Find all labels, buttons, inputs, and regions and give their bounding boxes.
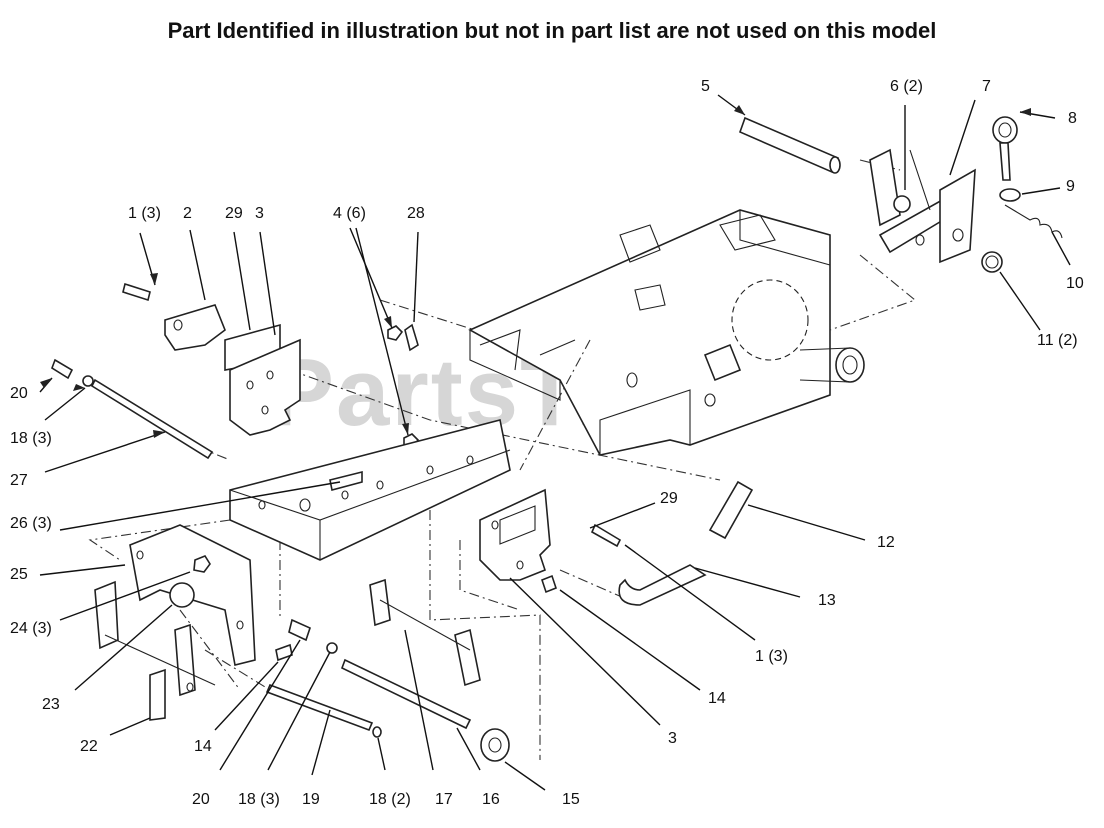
hitch-bracket xyxy=(869,148,976,264)
callout-27: 27 xyxy=(10,472,28,489)
long-rod-upper xyxy=(51,358,214,460)
callout-15: 15 xyxy=(562,791,580,808)
callout-29-right: 29 xyxy=(660,490,678,507)
reference-lines xyxy=(88,159,917,760)
callout-1-3-top: 1 (3) xyxy=(128,205,161,222)
nuts-and-clip xyxy=(387,323,420,449)
callout-20-top: 20 xyxy=(10,385,28,402)
callout-8: 8 xyxy=(1068,110,1077,127)
diagram-title: Part Identified in illustration but not … xyxy=(167,18,937,43)
callout-1-3-right: 1 (3) xyxy=(755,648,788,665)
callout-4-6: 4 (6) xyxy=(333,205,366,222)
callout-23: 23 xyxy=(42,696,60,713)
callout-22: 22 xyxy=(80,738,98,755)
hitch-hardware xyxy=(981,116,1063,273)
callout-20-bottom: 20 xyxy=(192,791,210,808)
callout-10: 10 xyxy=(1066,275,1084,292)
callout-18-3-top: 18 (3) xyxy=(10,430,52,447)
top-left-bracket xyxy=(122,282,281,371)
callout-13: 13 xyxy=(818,592,836,609)
axle-pin xyxy=(738,116,841,174)
callout-18-2: 18 (2) xyxy=(369,791,411,808)
callout-24-3: 24 (3) xyxy=(10,620,52,637)
callout-3-left: 3 xyxy=(255,205,264,222)
lower-right-bracket xyxy=(340,578,510,762)
frame-assembly xyxy=(468,209,865,456)
callout-11-2: 11 (2) xyxy=(1037,332,1078,349)
leader-lines xyxy=(39,94,1071,791)
callout-16: 16 xyxy=(482,791,500,808)
callout-19: 19 xyxy=(302,791,320,808)
handle xyxy=(618,480,754,606)
callout-12: 12 xyxy=(877,534,895,551)
callout-17: 17 xyxy=(435,791,453,808)
cross-member xyxy=(229,419,511,561)
callout-5: 5 xyxy=(701,78,710,95)
callout-6-2: 6 (2) xyxy=(890,78,923,95)
callout-14-right: 14 xyxy=(708,690,726,707)
callout-2: 2 xyxy=(183,205,192,222)
left-bracket-assembly xyxy=(94,524,256,721)
callout-25: 25 xyxy=(10,566,28,583)
callout-29-left: 29 xyxy=(225,205,243,222)
left-side-plate xyxy=(229,338,301,436)
callout-26-3: 26 (3) xyxy=(10,515,52,532)
callout-7: 7 xyxy=(982,78,991,95)
callout-18-3-bottom: 18 (3) xyxy=(238,791,280,808)
callout-3-right: 3 xyxy=(668,730,677,747)
callout-28: 28 xyxy=(407,205,425,222)
right-side-plate xyxy=(479,488,622,594)
lower-rod-hardware xyxy=(265,618,382,738)
callout-14-left: 14 xyxy=(194,738,212,755)
callout-9: 9 xyxy=(1066,178,1075,195)
